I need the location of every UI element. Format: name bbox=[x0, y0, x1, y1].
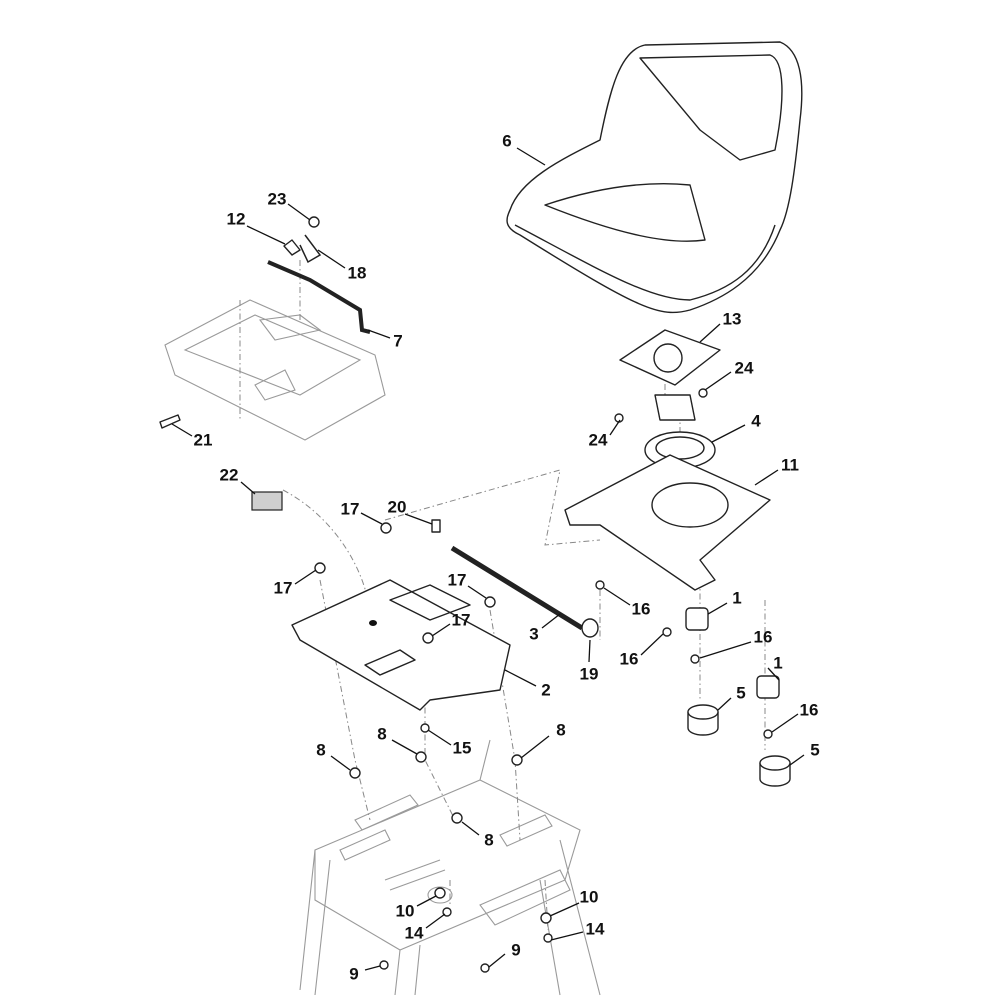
callout-20[interactable]: 20 bbox=[388, 497, 407, 516]
callout-8a[interactable]: 8 bbox=[377, 724, 386, 743]
callout-1a[interactable]: 1 bbox=[732, 588, 741, 607]
callout-9b[interactable]: 9 bbox=[511, 940, 520, 959]
callout-5a[interactable]: 5 bbox=[736, 683, 745, 702]
bracket-oval bbox=[651, 482, 729, 528]
rod-3 bbox=[450, 545, 584, 631]
seat bbox=[506, 41, 803, 314]
upper-frame-ghost bbox=[164, 299, 386, 441]
plate-hole bbox=[653, 343, 683, 373]
knob-12 bbox=[283, 239, 301, 256]
swivel-13 bbox=[654, 394, 696, 421]
callout-11[interactable]: 11 bbox=[781, 455, 799, 474]
callout-1b[interactable]: 1 bbox=[773, 653, 782, 672]
callout-6[interactable]: 6 bbox=[502, 131, 511, 150]
callout-2[interactable]: 2 bbox=[541, 680, 550, 699]
spring-1b bbox=[756, 675, 780, 699]
lever-7 bbox=[267, 260, 371, 334]
leader-lines bbox=[171, 147, 805, 971]
callout-16d[interactable]: 16 bbox=[800, 700, 819, 719]
bowl-inner bbox=[655, 436, 705, 460]
spring-1a bbox=[685, 607, 709, 631]
callout-5b[interactable]: 5 bbox=[810, 740, 819, 759]
callout-9a[interactable]: 9 bbox=[349, 964, 358, 983]
callout-17d[interactable]: 17 bbox=[452, 610, 471, 629]
callout-15[interactable]: 15 bbox=[453, 738, 472, 757]
callout-21[interactable]: 21 bbox=[194, 430, 213, 449]
callout-13[interactable]: 13 bbox=[723, 309, 742, 328]
callout-17a[interactable]: 17 bbox=[341, 499, 360, 518]
callout-19[interactable]: 19 bbox=[580, 664, 599, 683]
callout-23[interactable]: 23 bbox=[268, 189, 287, 208]
callout-16a[interactable]: 16 bbox=[632, 599, 651, 618]
callout-18[interactable]: 18 bbox=[348, 263, 367, 282]
callouts: 6 23 12 18 7 21 13 24 24 4 11 22 17 20 1… bbox=[194, 131, 820, 983]
callout-10b[interactable]: 10 bbox=[396, 901, 415, 920]
callout-8c[interactable]: 8 bbox=[316, 740, 325, 759]
cap-19 bbox=[581, 618, 599, 638]
callout-17b[interactable]: 17 bbox=[274, 578, 293, 597]
callout-14b[interactable]: 14 bbox=[586, 919, 605, 938]
callout-24b[interactable]: 24 bbox=[589, 430, 608, 449]
callout-7[interactable]: 7 bbox=[393, 331, 402, 350]
callout-8d[interactable]: 8 bbox=[484, 830, 493, 849]
callout-16b[interactable]: 16 bbox=[754, 627, 773, 646]
callout-14a[interactable]: 14 bbox=[405, 923, 424, 942]
seat-slide-plate-2 bbox=[291, 579, 511, 711]
callout-16c[interactable]: 16 bbox=[620, 649, 639, 668]
callout-22[interactable]: 22 bbox=[220, 465, 239, 484]
callout-4[interactable]: 4 bbox=[751, 411, 761, 430]
callout-3[interactable]: 3 bbox=[529, 624, 538, 643]
callout-10a[interactable]: 10 bbox=[580, 887, 599, 906]
fasteners bbox=[159, 216, 773, 973]
chassis-frame-ghost bbox=[299, 739, 601, 996]
callout-24a[interactable]: 24 bbox=[735, 358, 754, 377]
callout-17c[interactable]: 17 bbox=[448, 570, 467, 589]
label-22 bbox=[251, 491, 283, 511]
callout-12[interactable]: 12 bbox=[227, 209, 246, 228]
callout-8b[interactable]: 8 bbox=[556, 720, 565, 739]
